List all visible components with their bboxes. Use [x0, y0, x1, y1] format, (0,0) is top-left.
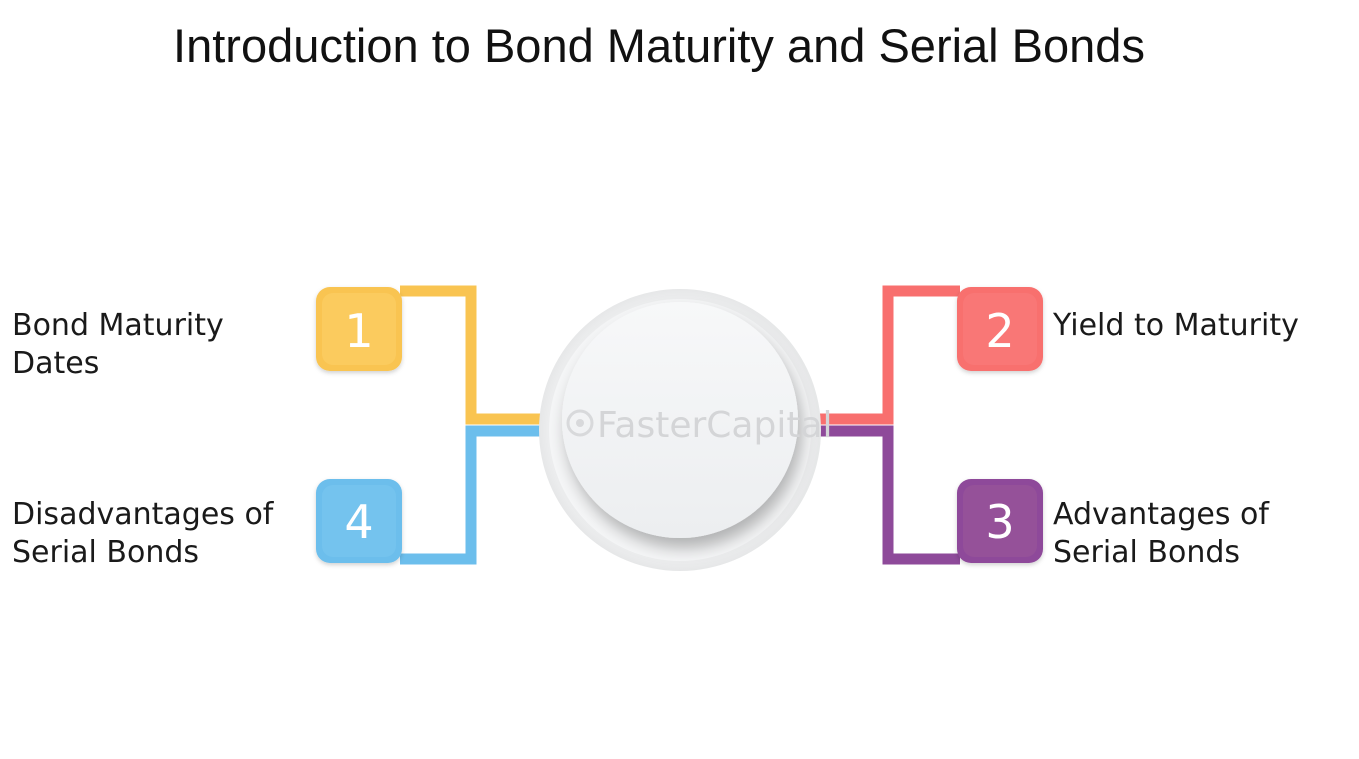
badge-3: 3: [957, 479, 1043, 563]
connector-1: [400, 285, 553, 425]
central-hub: FasterCapital: [539, 289, 833, 571]
badge-3-number: 3: [985, 495, 1014, 549]
watermark-text: FasterCapital: [597, 405, 833, 446]
connector-3: [806, 425, 960, 565]
label-bond-maturity-dates: Bond Maturity Dates: [12, 308, 224, 381]
connector-2: [806, 285, 960, 425]
badge-1-number: 1: [344, 304, 373, 358]
badge-2-number: 2: [985, 304, 1014, 358]
connector-4: [400, 425, 553, 565]
label-yield-to-maturity: Yield to Maturity: [1053, 308, 1299, 343]
badge-1: 1: [316, 287, 402, 371]
badge-2: 2: [957, 287, 1043, 371]
diagram-title: Introduction to Bond Maturity and Serial…: [173, 19, 1145, 72]
label-disadvantages-of-serial-bonds: Disadvantages of Serial Bonds: [12, 497, 274, 570]
badge-4: 4: [316, 479, 402, 563]
badge-4-number: 4: [344, 495, 373, 549]
label-advantages-of-serial-bonds: Advantages of Serial Bonds: [1053, 497, 1269, 570]
watermark-logo: FasterCapital: [566, 405, 833, 446]
